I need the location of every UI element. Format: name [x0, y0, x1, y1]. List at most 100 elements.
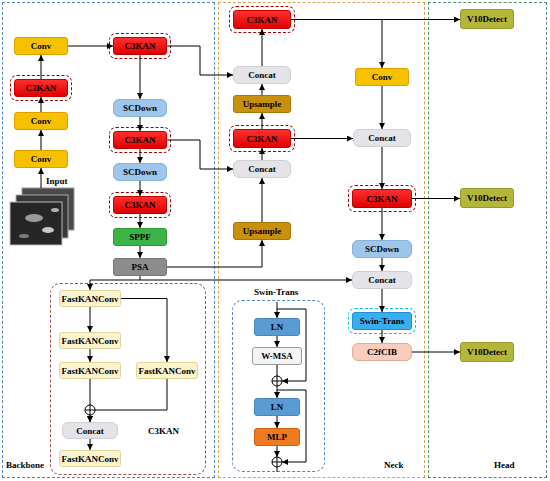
- flow-arrow: [382, 208, 383, 240]
- flow-arrow: [412, 352, 460, 353]
- node-label: W-MSA: [261, 351, 293, 361]
- flow-arrow: [140, 181, 141, 196]
- flow-arrow: [382, 289, 383, 312]
- node-label: Concat: [368, 133, 396, 143]
- layout-wires: [90, 280, 306, 472]
- node-label: SCDown: [123, 103, 157, 113]
- flow-arrow: [90, 349, 91, 362]
- flow-arrow: [262, 113, 263, 129]
- concat-block: Concat: [352, 271, 412, 289]
- node-label: C3KAN: [247, 134, 278, 144]
- flow-arrow: [140, 246, 141, 258]
- c3kan-block: C3KAN: [113, 37, 167, 55]
- node-label: Head: [494, 460, 515, 470]
- input-image-art: [10, 188, 74, 245]
- upsample-block: Upsample: [233, 222, 291, 240]
- image-layer: [16, 195, 68, 238]
- node-label: C3KAN: [125, 41, 156, 51]
- concat-block: Concat: [233, 66, 291, 84]
- upsample-block: Upsample: [233, 95, 291, 113]
- node-label: Swin-Trans: [360, 316, 404, 326]
- input-wire: [277, 302, 278, 318]
- scdown-block: SCDown: [113, 163, 167, 181]
- detect-block: V10Detect: [460, 188, 514, 208]
- detail-panel: C3KANFastKANConvFastKANConvFastKANConvFa…: [50, 283, 206, 475]
- node-label: C3KAN: [148, 426, 179, 436]
- c3kan-block: C3KAN: [113, 131, 167, 149]
- flow-arrow: [277, 336, 278, 347]
- node-label: Concat: [368, 275, 396, 285]
- node-label: FastKANConv: [61, 454, 118, 464]
- flow-arrow: [90, 307, 91, 332]
- fastkanconv-block: FastKANConv: [59, 362, 121, 379]
- node-label: LN: [271, 402, 284, 412]
- node-label: Conv: [31, 41, 52, 51]
- sppf-block: SPPF: [113, 228, 167, 246]
- image-speckle: [19, 234, 29, 238]
- fastkanconv-block: FastKANConv: [59, 290, 121, 307]
- image-layer: [22, 188, 74, 230]
- concat-block: Concat: [62, 422, 118, 439]
- input-wire: [90, 280, 140, 290]
- node-label: V10Detect: [467, 347, 507, 357]
- flow-arrow: [262, 178, 263, 222]
- c3kan-block: C3KAN: [233, 129, 291, 148]
- sum-symbol: [85, 405, 95, 415]
- flow-arrow: [291, 20, 382, 69]
- node-label: C3KAN: [125, 135, 156, 145]
- image-speckle: [42, 227, 54, 233]
- flow-arrow: [41, 55, 42, 79]
- flow-arrow: [167, 240, 262, 267]
- scdown-block: SCDown: [113, 99, 167, 117]
- flow-arrow: [291, 138, 353, 139]
- flow-arrow: [382, 330, 383, 343]
- flow-arrow: [90, 379, 167, 422]
- fastkanconv-block: FastKANConv: [59, 450, 121, 467]
- flow-arrow: [262, 29, 263, 66]
- flow-arrow: [68, 46, 113, 47]
- flow-arrow: [167, 46, 233, 75]
- flow-arrow: [121, 299, 167, 363]
- flow-arrow: [41, 130, 42, 150]
- region-panel: NeckC3KANConcatUpsampleC3KANConcatUpsamp…: [218, 2, 425, 478]
- node-label: Backbone: [6, 460, 44, 470]
- detect-block: V10Detect: [460, 342, 514, 362]
- connector-group: [41, 20, 460, 451]
- node-label: PSA: [131, 262, 148, 272]
- flow-arrow: [140, 149, 141, 163]
- swin-block: Swin-Trans: [352, 312, 412, 330]
- image-speckle: [25, 214, 43, 222]
- conv-block: Conv: [14, 37, 68, 55]
- node-label: Conv: [372, 72, 393, 82]
- flow-arrow: [41, 168, 42, 188]
- node-label: C3KAN: [26, 83, 57, 93]
- flow-arrow: [167, 140, 233, 169]
- input-image: Input: [10, 188, 75, 245]
- node-label: Concat: [248, 70, 276, 80]
- layernorm-block: LN: [254, 398, 300, 416]
- c3kan-block: C3KAN: [113, 196, 167, 214]
- mlp-block: MLP: [254, 428, 300, 446]
- c3kan-block: C3KAN: [233, 10, 291, 29]
- node-label: SCDown: [365, 244, 399, 254]
- detect-block: V10Detect: [460, 9, 514, 29]
- flow-arrow: [262, 84, 263, 95]
- c2fcib-block: C2fCIB: [352, 343, 412, 361]
- concat-block: Concat: [353, 129, 411, 147]
- node-label: C3KAN: [125, 200, 156, 210]
- conv-block: Conv: [14, 150, 68, 168]
- node-label: FastKANConv: [61, 366, 118, 376]
- node-label: Swin-Trans: [254, 287, 298, 297]
- psa-block: PSA: [113, 258, 167, 276]
- node-label: Upsample: [243, 99, 282, 109]
- image-speckle: [51, 208, 59, 212]
- sum-symbol: [272, 457, 282, 467]
- flow-arrow: [291, 19, 460, 20]
- node-label: LN: [271, 322, 284, 332]
- detail-panel: Swin-TransLNW-MSALNMLP: [232, 300, 325, 472]
- output-wire: [277, 467, 278, 472]
- scdown-block: SCDown: [352, 240, 412, 258]
- flow-arrow: [90, 379, 91, 422]
- node-label: Concat: [76, 426, 104, 436]
